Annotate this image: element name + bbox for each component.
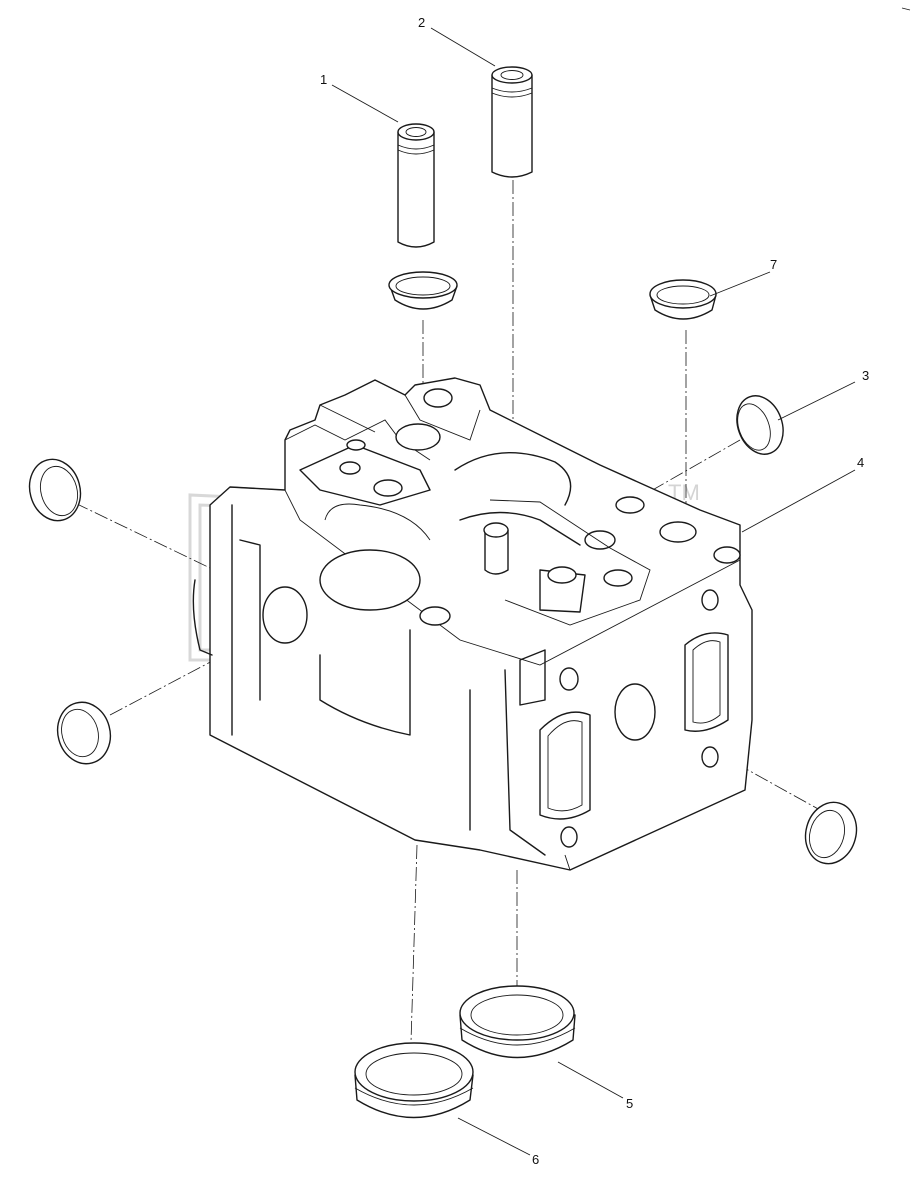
valve-seat-cup [388,271,458,310]
part-2-valve-guide [491,66,533,178]
part-6-seat-ring [354,1042,474,1119]
left-plug-upper [28,458,82,522]
corner-mark [901,7,911,11]
part-5-seat-ring [459,985,576,1059]
leader-lines [331,27,856,1156]
part-3-plug [736,395,784,455]
part-7-plug [649,279,717,320]
part-1-valve-guide [397,123,435,248]
callout-5: 5 [626,1096,633,1111]
callout-7: 7 [770,257,777,272]
part-4-cylinder-head [192,377,753,871]
callout-6: 6 [532,1152,539,1167]
right-plug-lower [804,801,858,865]
callout-1: 1 [320,72,327,87]
callout-3: 3 [862,368,869,383]
callout-2: 2 [418,15,425,30]
callout-4: 4 [857,455,864,470]
callouts: 1 2 3 4 5 6 7 [320,15,869,1167]
left-plug-lower [56,701,112,765]
